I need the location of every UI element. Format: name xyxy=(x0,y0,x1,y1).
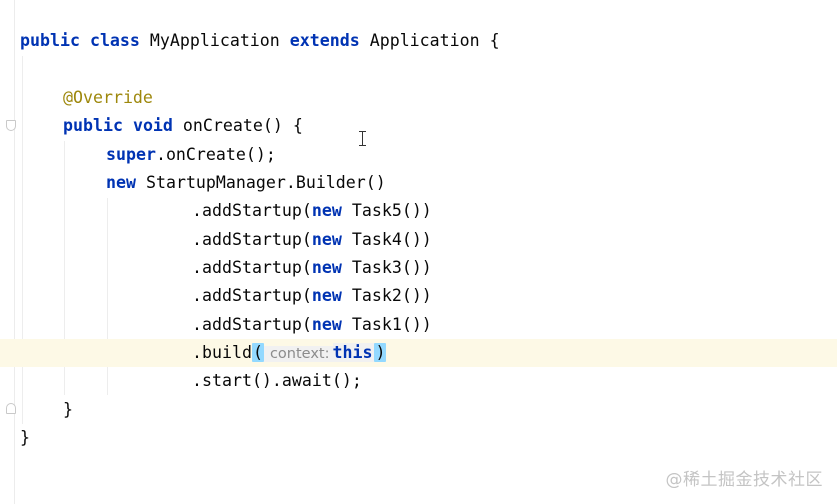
code-line-builder[interactable]: new StartupManager.Builder() xyxy=(106,169,386,197)
parent-class-name: Application xyxy=(369,31,480,50)
keyword-class: class xyxy=(89,31,140,50)
class-name: MyApplication xyxy=(149,31,280,50)
code-line-start[interactable]: .start().await(); xyxy=(192,367,362,395)
task-constructor: Task2()) xyxy=(351,286,432,305)
code-line-add-startup[interactable]: .addStartup(new Task2()) xyxy=(192,282,432,310)
task-constructor: Task5()) xyxy=(351,201,432,220)
fold-collapse-icon[interactable] xyxy=(6,403,16,414)
task-constructor: Task3()) xyxy=(351,258,432,277)
method-signature-rest: () { xyxy=(262,116,303,135)
keyword-new: new xyxy=(311,315,342,334)
fold-expand-icon[interactable] xyxy=(6,120,16,131)
code-line-annotation[interactable]: @Override xyxy=(63,84,153,112)
keyword-new: new xyxy=(311,201,342,220)
keyword-new: new xyxy=(311,286,342,305)
code-line-method-declaration[interactable]: public void onCreate() { xyxy=(63,112,303,140)
add-startup-call: .addStartup( xyxy=(192,230,312,249)
code-line-method-close[interactable]: } xyxy=(63,396,73,424)
keyword-super: super xyxy=(106,145,156,164)
close-brace: } xyxy=(63,400,73,419)
current-line-highlight xyxy=(0,339,837,367)
code-line-add-startup[interactable]: .addStartup(new Task5()) xyxy=(192,197,432,225)
close-brace: } xyxy=(20,428,30,447)
code-line-class-declaration[interactable]: public class MyApplication extends Appli… xyxy=(20,27,500,55)
keyword-new: new xyxy=(106,173,136,192)
add-startup-call: .addStartup( xyxy=(192,286,312,305)
add-startup-call: .addStartup( xyxy=(192,201,312,220)
build-call: .build xyxy=(192,343,252,362)
keyword-extends: extends xyxy=(289,31,360,50)
method-name: onCreate xyxy=(182,116,263,135)
code-line-class-close[interactable]: } xyxy=(20,424,30,452)
start-await-call: .start().await(); xyxy=(192,371,362,390)
override-annotation: @Override xyxy=(63,88,153,107)
watermark: @稀土掘金技术社区 xyxy=(665,470,823,490)
keyword-new: new xyxy=(311,230,342,249)
code-line-build[interactable]: .build(context:this) xyxy=(192,339,387,367)
task-constructor: Task4()) xyxy=(351,230,432,249)
indent-guide xyxy=(107,198,108,395)
keyword-this: this xyxy=(332,343,375,362)
keyword-public: public xyxy=(20,31,80,50)
indent-guide xyxy=(22,56,23,424)
open-brace: { xyxy=(489,31,500,50)
matched-close-paren: ) xyxy=(374,343,387,362)
keyword-void: void xyxy=(132,116,173,135)
code-line-add-startup[interactable]: .addStartup(new Task1()) xyxy=(192,311,432,339)
code-line-add-startup[interactable]: .addStartup(new Task4()) xyxy=(192,226,432,254)
parameter-hint: context: xyxy=(263,346,333,362)
keyword-new: new xyxy=(311,258,342,277)
keyword-public: public xyxy=(63,116,123,135)
add-startup-call: .addStartup( xyxy=(192,315,312,334)
text-cursor-icon xyxy=(359,131,366,146)
code-line-super-call[interactable]: super.onCreate(); xyxy=(106,141,276,169)
gutter-divider xyxy=(14,0,15,504)
task-constructor: Task1()) xyxy=(351,315,432,334)
matched-open-paren: ( xyxy=(251,343,264,362)
add-startup-call: .addStartup( xyxy=(192,258,312,277)
super-call-rest: .onCreate(); xyxy=(155,145,276,164)
code-line-add-startup[interactable]: .addStartup(new Task3()) xyxy=(192,254,432,282)
indent-guide xyxy=(64,141,65,395)
builder-constructor: StartupManager.Builder() xyxy=(145,173,386,192)
